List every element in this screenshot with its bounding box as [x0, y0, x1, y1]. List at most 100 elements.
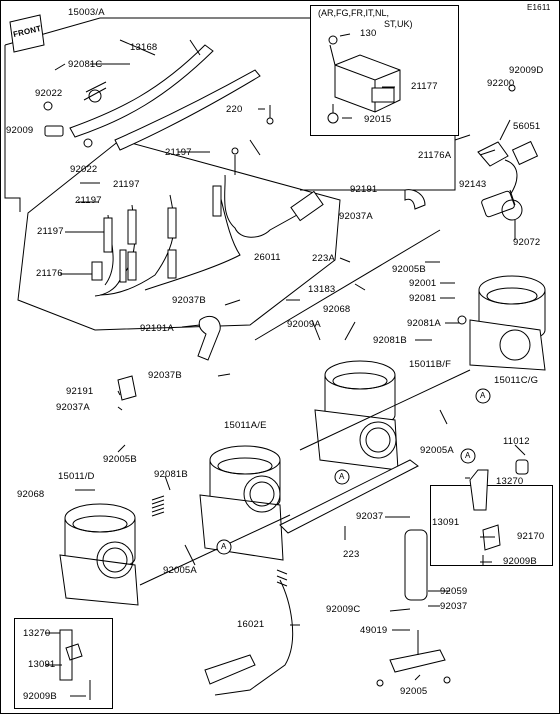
callout-92005B-lower: 92005B — [103, 454, 137, 465]
callout-92037-lower: 92037 — [440, 601, 468, 612]
carburetor-15011A-E — [199, 445, 284, 561]
detail-box-13270 — [14, 618, 113, 709]
callout-220: 220 — [226, 104, 243, 115]
callout-21177: 21177 — [411, 81, 438, 92]
callout-130: 130 — [360, 28, 377, 39]
callout-92022a: 92022 — [35, 88, 63, 99]
callout-21197a: 21197 — [165, 147, 192, 158]
choke-box — [430, 485, 553, 566]
ref-mark-a2: A — [339, 472, 345, 481]
callout-56051: 56051 — [513, 121, 541, 132]
ref-circle-a3 — [216, 539, 232, 555]
callout-13091-left: 13091 — [28, 659, 56, 670]
callout-92005A-lower: 92005A — [163, 565, 197, 576]
callout-92081B-upper: 92081B — [373, 335, 407, 346]
callout-21176A: 21176A — [418, 150, 452, 161]
callout-11012: 11012 — [503, 436, 530, 447]
callout-92081C: 92081C — [68, 59, 103, 70]
callout-92170: 92170 — [517, 531, 545, 542]
hose-92191-lower — [117, 375, 137, 401]
callout-15011CG: 15011C/G — [494, 375, 539, 386]
carburetor-15011-D — [59, 503, 139, 606]
callout-92009D: 92009D — [509, 65, 544, 76]
spring-92081B — [151, 495, 165, 517]
callout-92005B-upper: 92005B — [392, 264, 426, 275]
tube-92059 — [404, 529, 428, 601]
callout-92005A-upper: 92005A — [420, 445, 454, 456]
callout-223: 223 — [343, 549, 360, 560]
callout-92037-mid: 92037 — [356, 511, 384, 522]
hose-92191-upper — [404, 189, 426, 210]
ref-circle-a2 — [334, 469, 350, 485]
callout-223A: 223A — [312, 253, 335, 264]
cable-16021 — [204, 569, 294, 696]
enclosure-left — [4, 45, 21, 212]
callout-92191A: 92191A — [140, 323, 174, 334]
harness-enclosure — [17, 139, 341, 331]
callout-92015: 92015 — [364, 114, 392, 125]
callout-21197c: 21197 — [75, 195, 102, 206]
callout-92009a: 92009 — [6, 125, 34, 136]
callout-92037A-upper: 92037A — [339, 211, 373, 222]
callout-92009C: 92009C — [326, 604, 361, 615]
ref-mark-a1: A — [480, 391, 486, 400]
callout-92022b: 92022 — [70, 164, 98, 175]
ref-circle-a1 — [475, 388, 491, 404]
callout-13168: 13168 — [130, 42, 158, 53]
sensor-21176A — [477, 84, 539, 221]
fitting-92005 — [389, 649, 446, 673]
callout-21197d: 21197 — [37, 226, 64, 237]
diagram-id: E1611 — [527, 3, 551, 12]
callout-16021: 16021 — [237, 619, 265, 630]
ref-mark-a3: A — [221, 542, 227, 551]
callout-92072: 92072 — [513, 237, 541, 248]
callout-13270-right: 13270 — [496, 476, 524, 487]
regional-note-line1: (AR,FG,FR,IT,NL, — [318, 8, 390, 18]
callout-21197b: 21197 — [113, 179, 140, 190]
harness-wires — [91, 174, 324, 297]
ref-circle-a4 — [460, 448, 476, 464]
callout-92081: 92081 — [409, 293, 437, 304]
callout-15011BF: 15011B/F — [409, 359, 452, 370]
callout-92191b: 92191 — [66, 386, 94, 397]
callout-49019: 49019 — [360, 625, 388, 636]
bracket-13168 — [43, 44, 274, 175]
callout-92037A-lower: 92037A — [56, 402, 90, 413]
front-arrow — [9, 14, 45, 53]
callout-92009B-right: 92009B — [503, 556, 537, 567]
callout-92037B-lower: 92037B — [148, 370, 182, 381]
linkage-bar — [279, 459, 419, 534]
link-line-3 — [299, 369, 471, 451]
regional-note-line2: ST,UK) — [384, 19, 413, 29]
callout-15003A: 15003/A — [68, 7, 105, 18]
link-line-1 — [139, 514, 291, 586]
callout-15011AE: 15011A/E — [224, 420, 267, 431]
callout-92037B-upper: 92037B — [172, 295, 206, 306]
carburetor-15011B-F — [314, 360, 399, 471]
regional-box — [310, 5, 459, 136]
callout-13270-left: 13270 — [23, 628, 51, 639]
ref-mark-a4: A — [465, 451, 471, 460]
callout-13091-right: 13091 — [432, 517, 460, 528]
callout-92081A: 92081A — [407, 318, 441, 329]
callout-92001: 92001 — [409, 278, 437, 289]
enclosure-right — [300, 135, 456, 191]
link-line-2 — [254, 229, 441, 341]
callout-92068-upper: 92068 — [323, 304, 351, 315]
callout-13183: 13183 — [308, 284, 336, 295]
callout-21176: 21176 — [36, 268, 63, 279]
carburetor-15011C-G — [457, 275, 546, 371]
callout-92068-lower: 92068 — [17, 489, 45, 500]
callout-92009B-left: 92009B — [23, 691, 57, 702]
callout-15011D: 15011/D — [58, 471, 95, 482]
ecu-unit-21177 — [327, 35, 401, 124]
callout-92081B-lower: 92081B — [154, 469, 188, 480]
callout-92009A: 92009A — [287, 319, 321, 330]
callout-92059: 92059 — [440, 586, 468, 597]
callout-92143: 92143 — [459, 179, 487, 190]
callout-92005: 92005 — [400, 686, 428, 697]
callout-92200: 92200 — [487, 78, 515, 89]
callout-26011: 26011 — [254, 252, 281, 263]
